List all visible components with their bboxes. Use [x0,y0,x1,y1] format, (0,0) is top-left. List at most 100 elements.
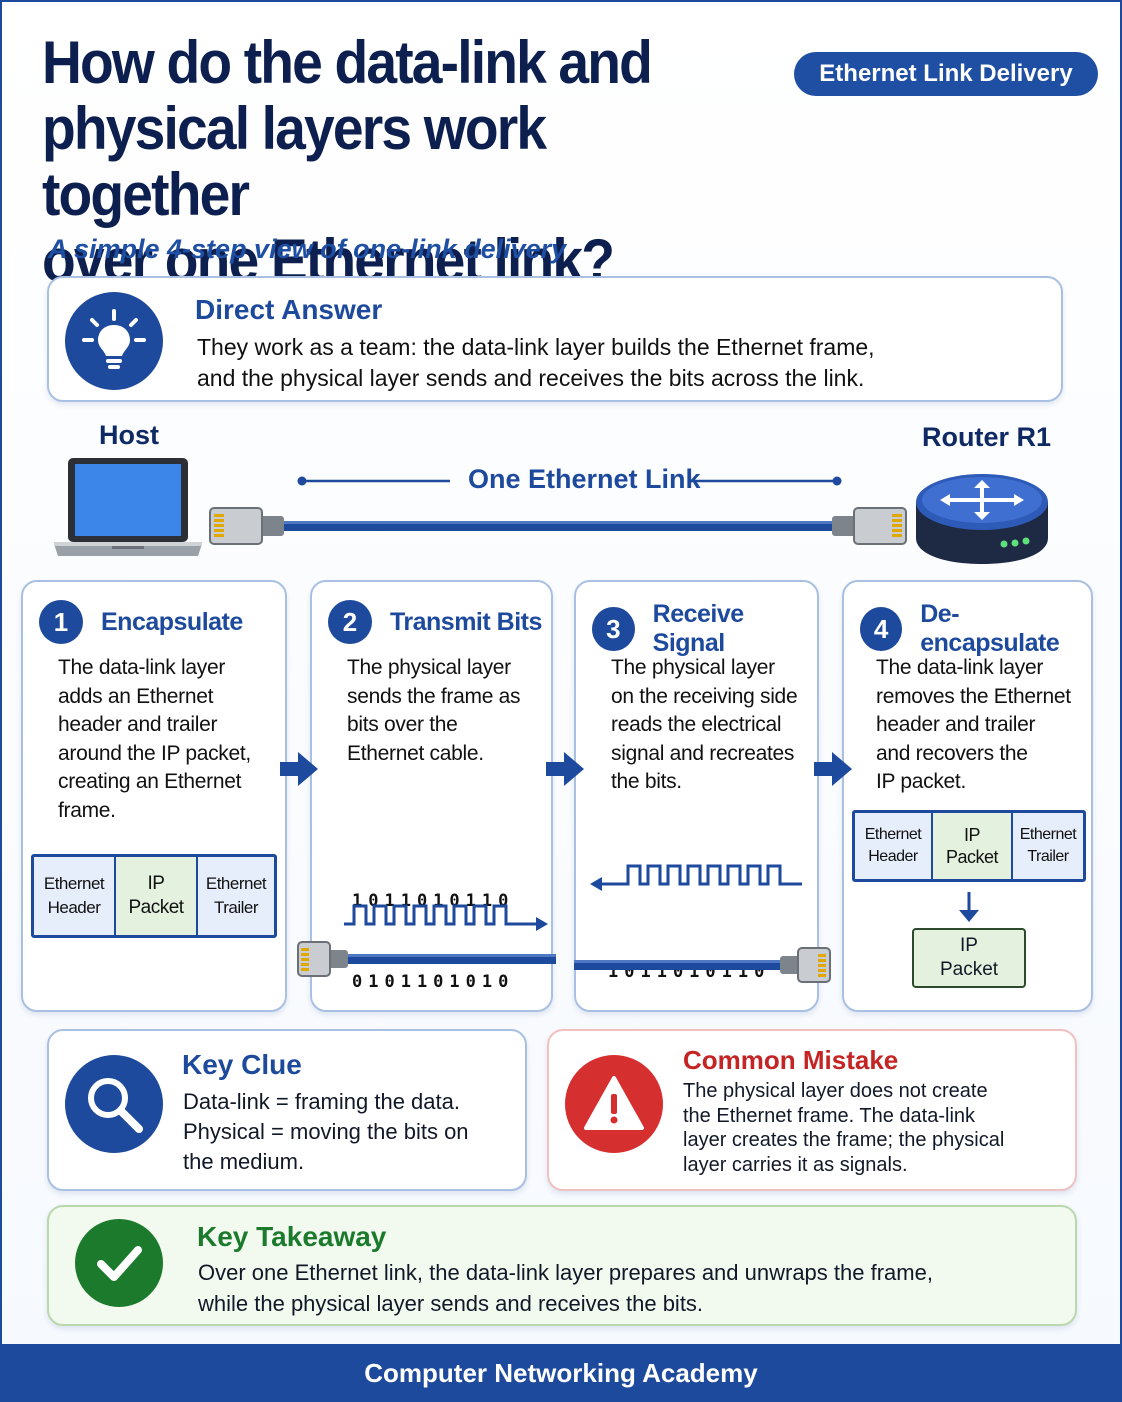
frame-header-text: Header [47,898,101,917]
step-3-line: on the receiving side [611,684,798,708]
direct-answer-line-2: and the physical layer sends and receive… [197,365,865,391]
step-1-title: Encapsulate [101,607,243,636]
key-takeaway-title: Key Takeaway [197,1221,387,1252]
step-1-line: header and trailer [58,713,218,736]
transmit-cable [297,941,556,977]
frame-packet-text: IP [147,873,165,894]
step-2-number: 2 [328,600,372,644]
router-label: Router R1 [922,422,1052,452]
router-icon [916,474,1048,564]
step-4-title: De-encapsulate [920,600,1060,657]
step-4-number: 4 [860,607,903,651]
host-label: Host [99,420,159,450]
frame-packet-text: IP [963,825,981,845]
common-mistake-line: layer carries it as signals. [683,1153,908,1176]
title-line-1: How do the data-link and [42,29,653,96]
step-4-line: header and trailer [876,713,1036,736]
direct-answer-line-1: They work as a team: the data-link layer… [197,334,875,360]
key-takeaway-line-2: while the physical layer sends and recei… [198,1291,704,1316]
link-label: One Ethernet Link [468,464,701,494]
page-subtitle: A simple 4-step view of one-link deliver… [48,234,567,264]
frame-trailer-text: Ethernet [1019,826,1077,843]
key-clue-line: the medium. [183,1149,305,1174]
common-mistake-card: Common Mistake The physical layer does n… [547,1029,1077,1191]
direct-answer-title: Direct Answer [195,294,383,325]
step-4-line: removes the Ethernet [876,684,1071,708]
step-3-card: 3 Receive Signal The physical layer on t… [574,580,831,1063]
common-mistake-line: layer creates the frame; the physical [683,1129,1005,1151]
step-2-line: Ethernet cable. [347,741,484,765]
step-4-line: The data-link layer [876,656,1044,679]
step-1-line: frame. [58,798,116,822]
recovered-packet-text: IP [960,935,978,956]
common-mistake-text: The physical layer does not create the E… [683,1079,1063,1177]
topic-badge: Ethernet Link Delivery [794,52,1098,96]
frame-trailer-text: Trailer [1027,848,1069,865]
common-mistake-line: The physical layer does not create [683,1080,988,1102]
step-3-line: the bits. [611,770,682,793]
recovered-ip-packet: IP Packet [912,928,1026,988]
arrow-right-icon [814,752,852,786]
warning-icon [565,1055,663,1153]
magnifier-icon [65,1055,163,1153]
step-3-line: signal and recreates [611,741,795,765]
step-3-line: reads the electrical [611,713,782,736]
arrow-right-icon [280,752,318,786]
key-clue-card: Key Clue Data-link = framing the data. P… [47,1029,527,1191]
frame-header-text: Ethernet [864,826,922,843]
step-2-line: bits over the [347,713,458,736]
common-mistake-title: Common Mistake [683,1045,899,1075]
checkmark-icon [75,1219,163,1307]
frame-packet-text: Packet [945,847,999,867]
key-clue-text: Data-link = framing the data. Physical =… [183,1087,513,1177]
step-2-line: sends the frame as [347,684,521,708]
step-3-number: 3 [592,607,635,651]
step-2-title: Transmit Bits [390,607,542,636]
key-clue-title: Key Clue [182,1049,302,1080]
key-takeaway-card: Key Takeaway Over one Ethernet link, the… [47,1205,1077,1326]
step-1-line: The data-link layer [58,656,226,679]
step-1-description: The data-link layer adds an Ethernet hea… [58,654,251,825]
step-4-description: The data-link layer removes the Ethernet… [876,654,1071,797]
step-4-line: IP packet. [876,770,967,793]
step-4-line: and recovers the [876,741,1028,765]
link-dimension-line [297,476,842,486]
step-1-line: around the IP packet, [58,741,251,765]
square-wave-signal [344,904,548,931]
frame-trailer-text: Ethernet [205,874,267,893]
key-takeaway-text: Over one Ethernet link, the data-link la… [198,1257,1058,1319]
step-2-description: The physical layer sends the frame as bi… [347,654,521,768]
lightbulb-icon [65,292,163,390]
step-4-card: 4 De-encapsulate The data-link layer rem… [842,580,1093,1012]
step-1-card: 1 Encapsulate The data-link layer adds a… [21,580,287,1012]
direct-answer-card: Direct Answer They work as a team: the d… [47,276,1063,402]
title-line-2: physical layers work together [42,95,547,228]
arrow-down-icon [959,892,979,922]
frame-header-text: Ethernet [43,874,105,893]
key-takeaway-line-1: Over one Ethernet link, the data-link la… [198,1260,933,1285]
step-1-line: creating an Ethernet [58,770,242,793]
laptop-icon [54,458,202,556]
frame-header-text: Header [868,848,918,865]
transmitted-bits: 1011010110 0101101010 [352,834,514,1050]
receive-cable [574,947,831,983]
step-3-title: Receive Signal [652,600,745,657]
bits-row: 1011010110 [352,891,515,911]
step-2-line: The physical layer [347,656,511,679]
frame-packet-text: Packet [128,897,184,918]
footer: Computer Networking Academy [2,1344,1120,1400]
recovered-packet-text: Packet [939,959,999,980]
bits-row: 0101101010 [352,972,515,992]
step-3-line: The physical layer [611,656,775,679]
step-1-number: 1 [39,600,83,644]
step-2-card: 2 Transmit Bits The physical layer sends… [297,580,556,1012]
frame-packet-segment: IP Packet [114,857,198,935]
key-clue-line: Physical = moving the bits on [183,1119,469,1144]
